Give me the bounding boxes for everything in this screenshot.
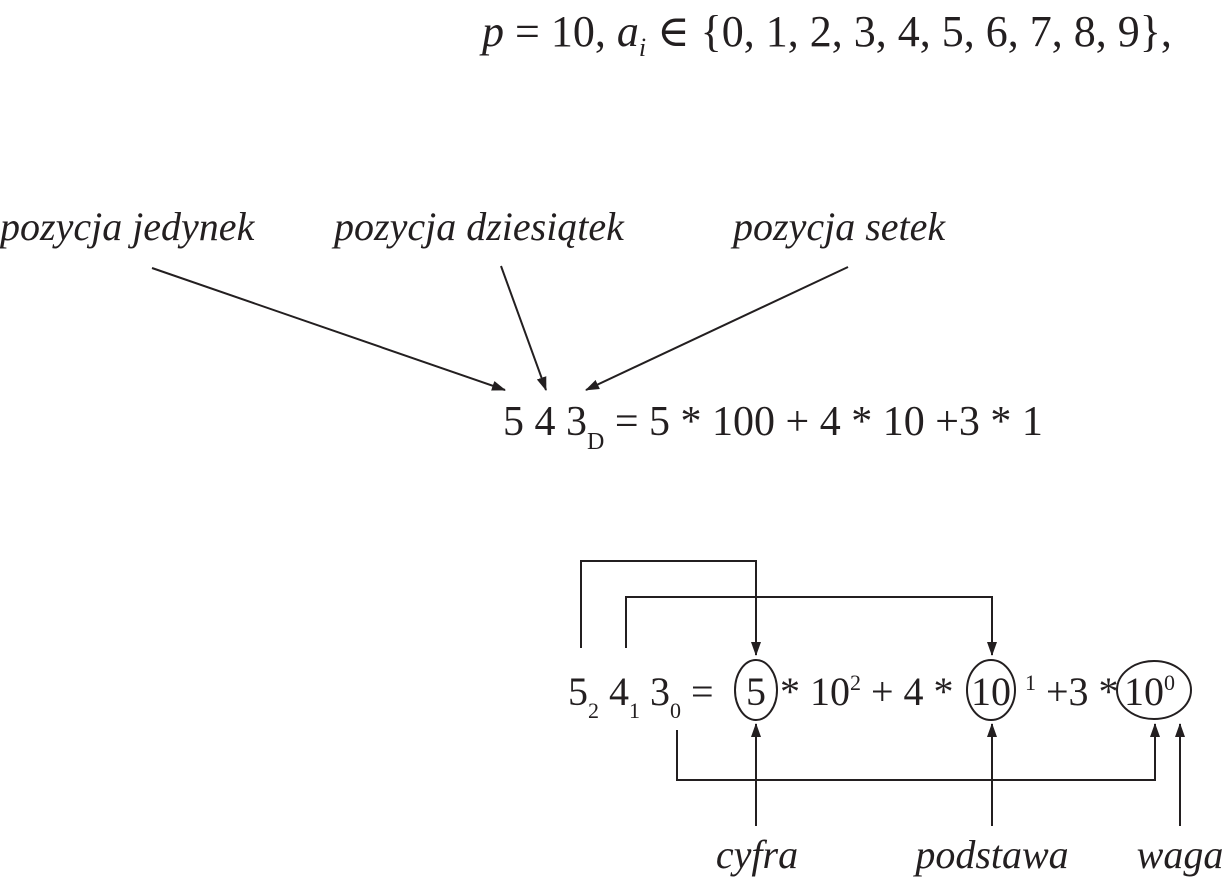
circled-base-10: 10 <box>971 669 1011 714</box>
term-10-squared: * 102 + 4 * <box>780 669 954 714</box>
a-variable: a <box>617 7 639 56</box>
term-10: * 10 <box>780 669 850 714</box>
circle-weight <box>1116 660 1192 720</box>
connector-digit-to-weight <box>676 723 1160 781</box>
connector-digit-to-circled-5 <box>580 560 761 656</box>
term-plus-4: + 4 * <box>861 669 954 714</box>
equals-sign: = <box>691 669 714 714</box>
label-digit: cyfra <box>716 832 798 877</box>
circle-digit <box>734 659 778 721</box>
equation-decimal-expansion: 5 4 3D = 5 * 100 + 4 * 10 +3 * 1 <box>503 399 1043 455</box>
label-base: podstawa <box>912 832 1068 877</box>
exponent-1: 1 <box>1025 670 1036 695</box>
term-plus-3: 1 +3 * <box>1025 669 1119 714</box>
circled-digit-5: 5 <box>746 669 766 714</box>
term-3-times: +3 * <box>1036 669 1119 714</box>
base-definition: p = 10, ai ∈ {0, 1, 2, 3, 4, 5, 6, 7, 8,… <box>479 7 1172 62</box>
digit-3: 3 <box>650 669 670 714</box>
arrow-hundreds-to-digit <box>585 266 849 391</box>
decimal-number: 5 4 3 <box>503 399 587 445</box>
index-2: 2 <box>588 698 599 723</box>
p-variable: p <box>479 7 504 56</box>
label-tens-position: pozycja dziesiątek <box>331 204 625 249</box>
index-0: 0 <box>670 698 681 723</box>
decimal-expansion: = 5 * 100 + 4 * 10 +3 * 1 <box>604 399 1043 445</box>
exponent-0: 0 <box>1164 670 1175 695</box>
weight-base: 10 <box>1124 669 1164 714</box>
label-units-position: pozycja jedynek <box>0 204 256 249</box>
connector-digit-to-base <box>625 596 997 656</box>
label-hundreds-position: pozycja setek <box>730 204 946 249</box>
decimal-subscript: D <box>587 429 604 455</box>
circle-base <box>966 659 1016 721</box>
index-1: 1 <box>629 698 640 723</box>
arrow-tens-to-digit <box>500 265 547 391</box>
a-subscript: i <box>639 33 646 62</box>
digit-set: ∈ {0, 1, 2, 3, 4, 5, 6, 7, 8, 9}, <box>646 7 1172 56</box>
label-weight: waga <box>1137 832 1224 877</box>
exponent-2: 2 <box>850 670 861 695</box>
digit-4: 4 <box>609 669 629 714</box>
p-value: = 10, <box>504 7 617 56</box>
circled-weight: 100 <box>1124 669 1175 714</box>
arrow-units-to-digit <box>151 267 506 391</box>
digit-5: 5 <box>568 669 588 714</box>
